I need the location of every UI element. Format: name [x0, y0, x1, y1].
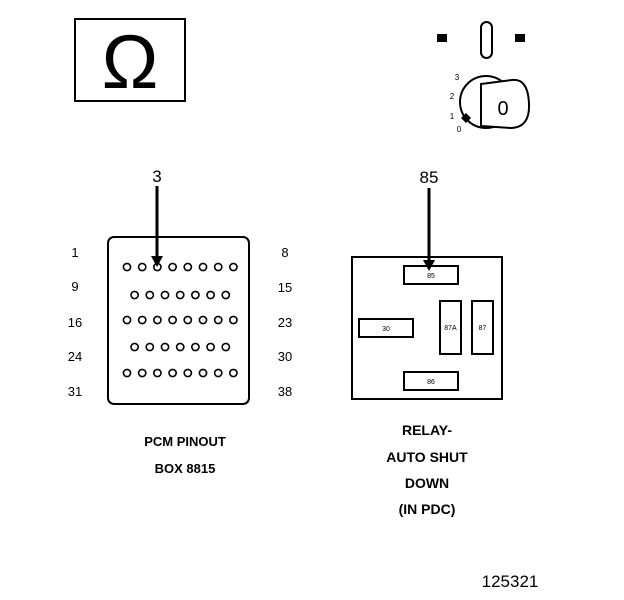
pcm-pins — [122, 262, 238, 378]
relay-terminal-87-label: 87 — [479, 325, 487, 332]
ohm-box — [74, 18, 186, 102]
relay-probe-terminal-label: 85 — [420, 168, 439, 187]
pcm-pin-23 — [228, 315, 238, 325]
pcm-right-label-38: 38 — [278, 384, 292, 399]
pcm-pin-15 — [221, 290, 231, 300]
pcm-probe-arrow-head — [151, 256, 163, 267]
pcm-pin-3 — [152, 262, 162, 272]
pcm-pin-10 — [145, 290, 155, 300]
pcm-pin-29 — [206, 342, 215, 352]
pcm-pin-19 — [168, 315, 177, 325]
ohm-icon: Ω — [102, 20, 159, 105]
relay-terminal-30-label: 30 — [382, 326, 390, 333]
pcm-pin-9 — [130, 290, 139, 300]
key-label: 0 — [497, 98, 508, 120]
pcm-pin-36 — [198, 368, 208, 378]
pcm-left-label-9: 9 — [71, 279, 78, 294]
pcm-left-label-1: 1 — [71, 245, 78, 260]
pcm-pin-30 — [221, 342, 231, 352]
pcm-pin-7 — [213, 262, 223, 272]
pcm-caption-line-2: BOX 8815 — [155, 461, 216, 476]
relay-caption-line-2: AUTO SHUT — [386, 449, 468, 465]
relay-terminal-86-label: 86 — [427, 379, 435, 386]
ignition-switch: 0 3 2 1 0 — [437, 21, 531, 134]
pcm-pin-17 — [137, 315, 147, 325]
pcm-left-label-31: 31 — [68, 384, 82, 399]
pcm-right-label-8: 8 — [281, 245, 288, 260]
pcm-right-label-23: 23 — [278, 315, 292, 330]
key-icon — [480, 78, 531, 130]
pcm-pin-14 — [206, 290, 215, 300]
relay-body — [351, 256, 503, 400]
relay-terminal-86 — [403, 371, 459, 391]
pcm-caption-line-1: PCM PINOUT — [144, 434, 226, 449]
relay-caption-line-1: RELAY- — [402, 422, 452, 438]
pcm-pin-11 — [160, 290, 170, 300]
pcm-pin-26 — [160, 342, 170, 352]
pcm-pin-16 — [122, 315, 132, 325]
pcm-pin-18 — [152, 315, 162, 325]
ignition-position-marker — [461, 113, 471, 123]
relay-terminal-87a — [439, 300, 462, 355]
pcm-left-label-24: 24 — [68, 349, 82, 364]
pcm-left-label-16: 16 — [68, 315, 82, 330]
pcm-pin-35 — [183, 368, 193, 378]
ohmmeter-symbol: Ω — [74, 18, 186, 105]
pcm-pin-25 — [145, 342, 155, 352]
ignition-switch-slot-right — [515, 34, 525, 42]
pcm-pin-33 — [152, 368, 162, 378]
pcm-probe-pin-label: 3 — [152, 167, 161, 186]
relay-asd: 85 85 30 87A 87 86 RELAY- AUTO SHUT DOWN… — [351, 168, 503, 517]
pcm-pin-12 — [175, 290, 185, 300]
relay-terminal-30 — [358, 318, 414, 338]
pcm-pin-37 — [213, 368, 223, 378]
ignition-key-slot — [480, 21, 493, 59]
pcm-pin-5 — [183, 262, 193, 272]
pcm-pin-21 — [198, 315, 208, 325]
pcm-right-label-30: 30 — [278, 349, 292, 364]
figure-number: 125321 — [482, 572, 539, 591]
pcm-pin-1 — [122, 262, 132, 272]
pcm-pin-20 — [183, 315, 193, 325]
ignition-switch-slot-left — [437, 34, 447, 42]
pcm-right-label-15: 15 — [278, 280, 292, 295]
relay-terminal-85-label: 85 — [427, 273, 435, 280]
relay-terminal-85 — [403, 265, 459, 285]
relay-caption-line-4: (IN PDC) — [399, 501, 456, 517]
pcm-pin-2 — [137, 262, 147, 272]
ignition-position-1: 1 — [450, 112, 455, 121]
relay-terminal-87a-label: 87A — [444, 325, 457, 332]
pcm-connector-body — [107, 236, 250, 405]
relay-terminal-87 — [471, 300, 494, 355]
pcm-pin-34 — [168, 368, 177, 378]
ignition-position-0: 0 — [457, 125, 462, 134]
ignition-position-3: 3 — [455, 73, 460, 82]
pcm-pin-6 — [198, 262, 208, 272]
pcm-pin-22 — [213, 315, 223, 325]
pcm-connector: 3 1 9 16 24 31 8 15 23 30 38 PCM PINOUT … — [68, 167, 292, 476]
pcm-pin-32 — [137, 368, 147, 378]
pcm-pin-31 — [122, 368, 132, 378]
pcm-pin-38 — [228, 368, 238, 378]
ignition-position-2: 2 — [450, 92, 455, 101]
pcm-pin-4 — [168, 262, 177, 272]
pcm-pin-13 — [190, 290, 200, 300]
pcm-pin-28 — [190, 342, 200, 352]
relay-caption-line-3: DOWN — [405, 475, 449, 491]
pcm-pin-8 — [228, 262, 238, 272]
pcm-pin-24 — [130, 342, 139, 352]
pcm-pin-27 — [175, 342, 185, 352]
